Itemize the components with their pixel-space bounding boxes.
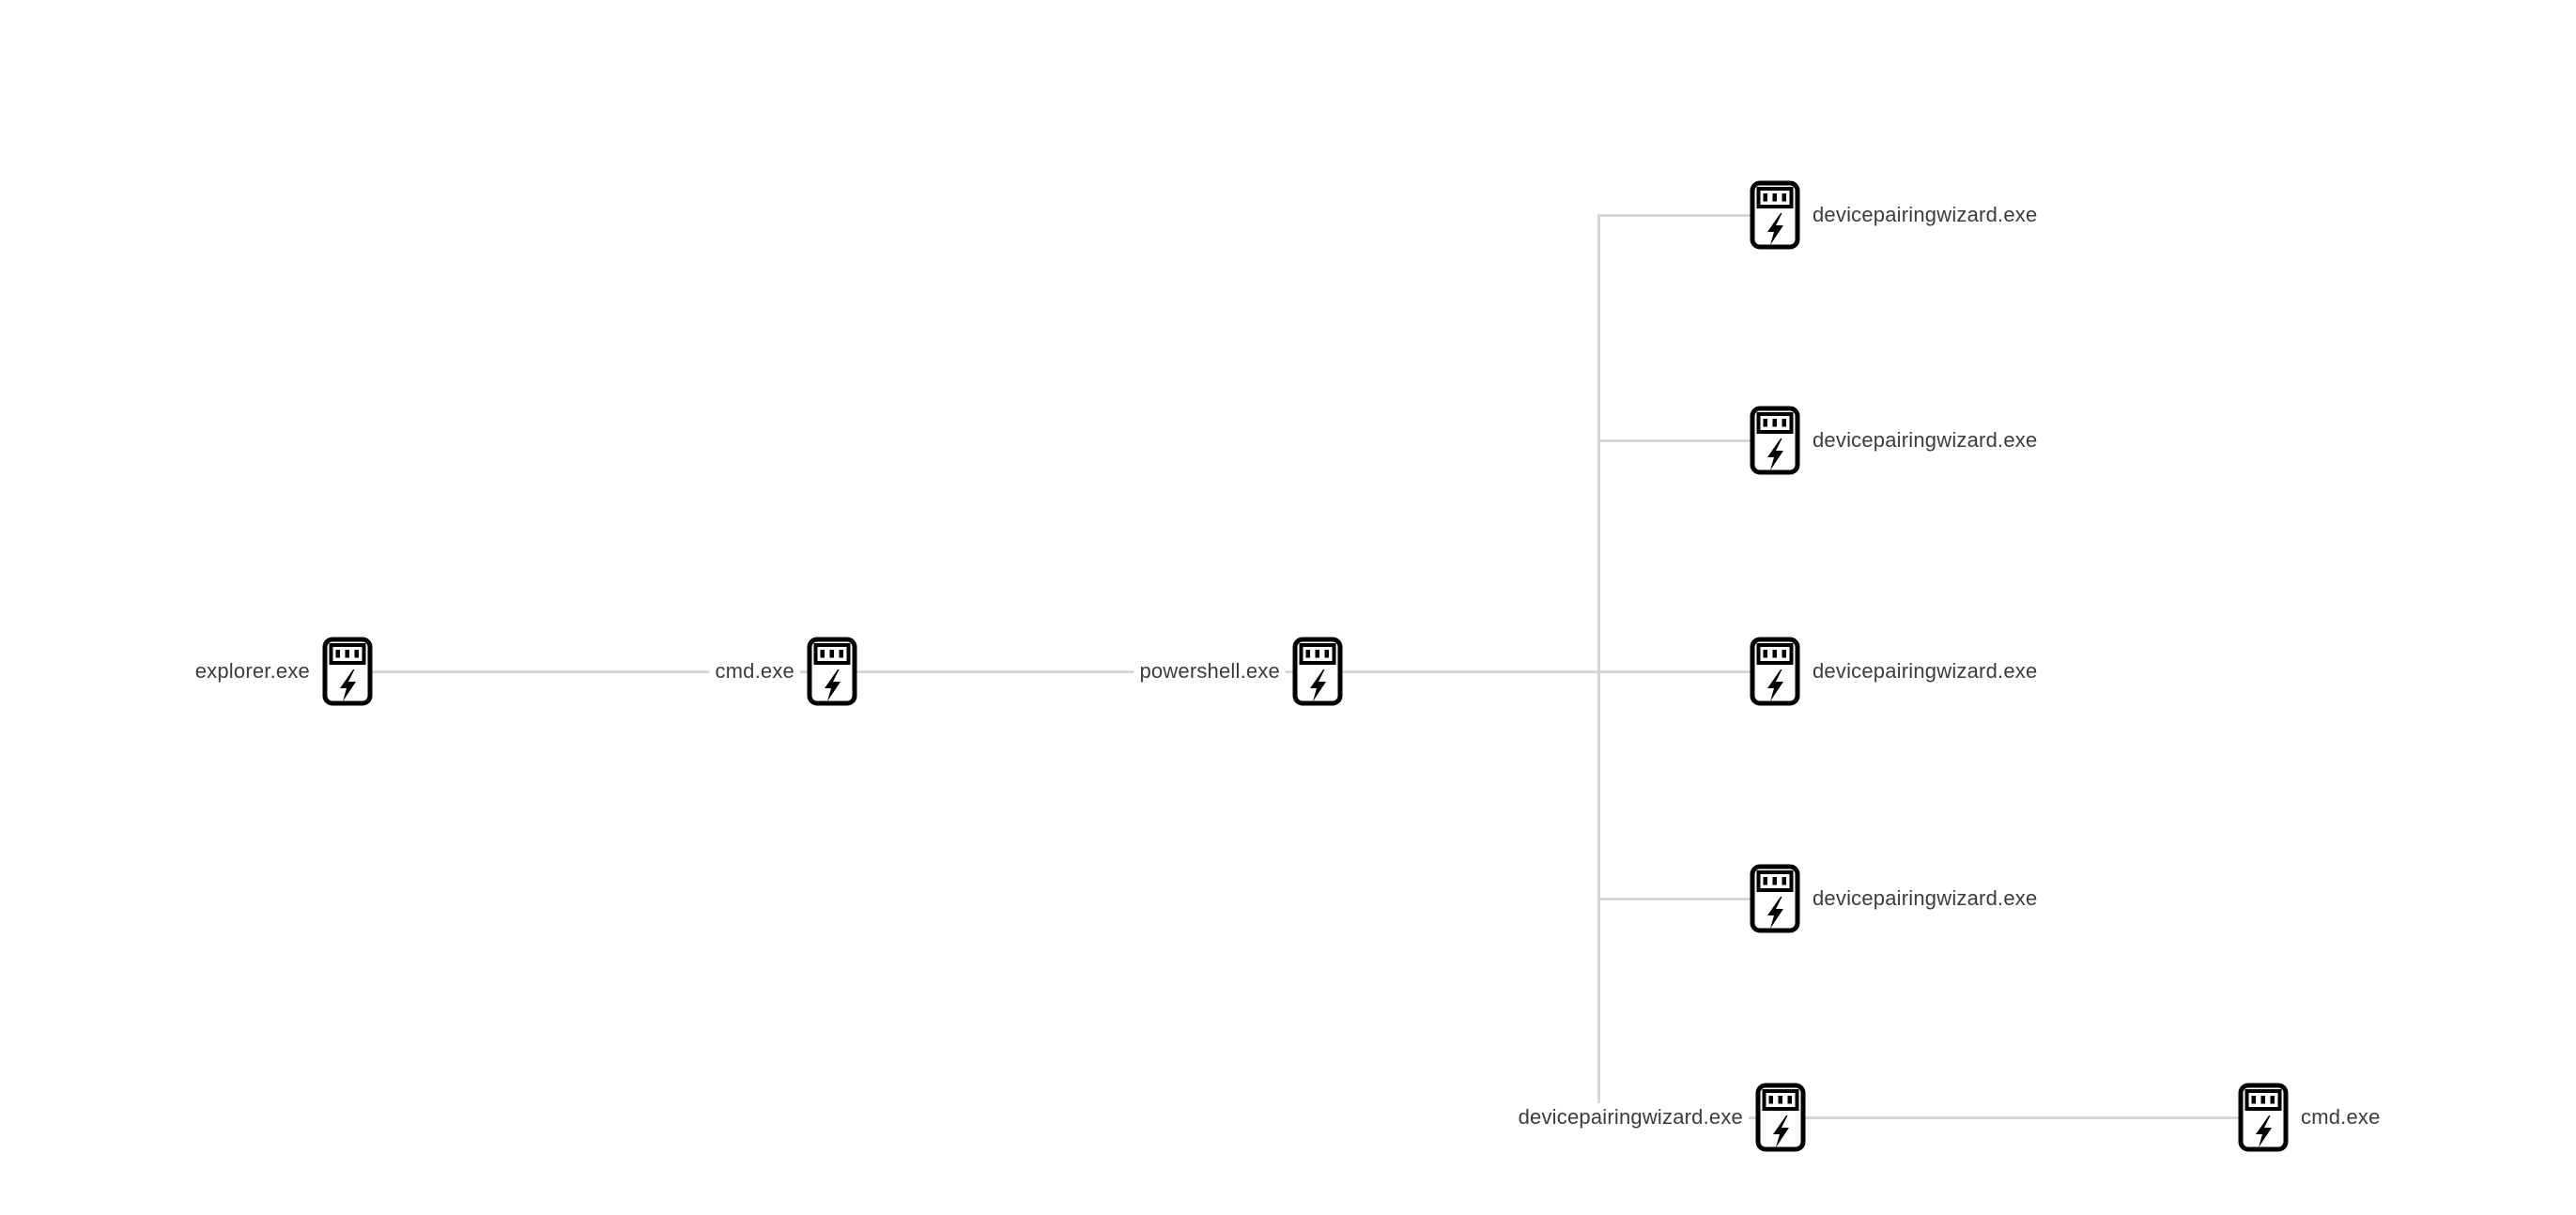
process-icon bbox=[322, 637, 373, 706]
process-icon bbox=[2238, 1083, 2289, 1152]
process-icon bbox=[1755, 1083, 1806, 1152]
edge-branch-dpw2 bbox=[1598, 438, 1775, 442]
process-label: devicepairingwizard.exe bbox=[1807, 884, 2044, 913]
process-icon bbox=[1292, 637, 1343, 706]
edge-branch-dpw5-to-cmd2 bbox=[1598, 1115, 2263, 1119]
process-icon bbox=[1750, 864, 1800, 933]
process-icon bbox=[1750, 180, 1800, 250]
process-icon bbox=[807, 637, 857, 706]
process-label: devicepairingwizard.exe bbox=[1807, 657, 2044, 685]
process-icon bbox=[1750, 637, 1800, 706]
process-label: cmd.exe bbox=[2295, 1103, 2386, 1131]
process-label: devicepairingwizard.exe bbox=[1807, 201, 2044, 229]
process-label: devicepairingwizard.exe bbox=[1807, 426, 2044, 454]
edge-trunk-powershell-children bbox=[1597, 213, 1600, 1118]
edge-branch-dpw1 bbox=[1598, 213, 1775, 217]
edge-branch-dpw4 bbox=[1598, 897, 1775, 900]
process-icon bbox=[1750, 406, 1800, 475]
process-label: explorer.exe bbox=[189, 657, 316, 685]
edge-explorer-to-dpw3 bbox=[347, 669, 1775, 673]
process-label: devicepairingwizard.exe bbox=[1512, 1103, 1749, 1131]
process-label: cmd.exe bbox=[709, 657, 800, 685]
process-label: powershell.exe bbox=[1134, 657, 1286, 685]
